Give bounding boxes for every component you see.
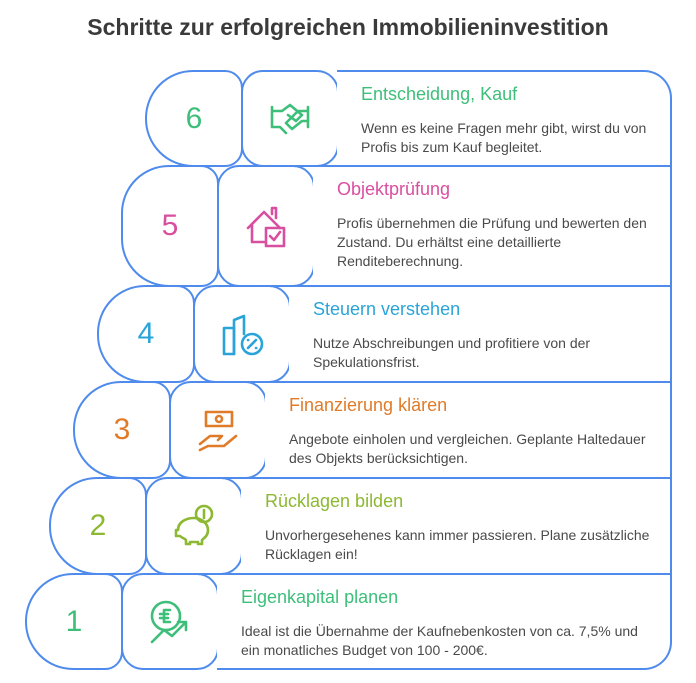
- step-number-label: 1: [65, 604, 83, 638]
- step-number-2: 2: [49, 477, 147, 575]
- step-title: Objektprüfung: [337, 179, 451, 199]
- step-icon-box: [145, 477, 243, 575]
- step-text-box: Steuern verstehen Nutze Abschreibungen u…: [289, 285, 672, 383]
- step-icon-box: [169, 381, 267, 479]
- step-number-6: 6: [145, 70, 243, 167]
- step-icon-box: [217, 165, 315, 287]
- step-title: Finanzierung klären: [289, 395, 448, 415]
- step-description: Nutze Abschreibungen und profitiere von …: [313, 335, 591, 370]
- step-icon-box: [193, 285, 291, 383]
- step-title: Entscheidung, Kauf: [361, 84, 518, 104]
- step-text-box: Finanzierung klären Angebote einholen un…: [265, 381, 672, 479]
- step-icon-box: [241, 70, 339, 167]
- step-description: Wenn es keine Fragen mehr gibt, wirst du…: [361, 120, 647, 155]
- money-hand-icon: [198, 410, 238, 452]
- step-text-box: Rücklagen bilden Unvorhergesehenes kann …: [241, 477, 672, 575]
- step-description: Profis übernehmen die Prüfung und bewert…: [337, 215, 647, 269]
- step-icon-box: [121, 573, 219, 670]
- step-number-1: 1: [25, 573, 123, 670]
- step-number-label: 4: [137, 317, 155, 350]
- step-number-label: 3: [113, 413, 131, 446]
- step-description: Unvorhergesehenes kann immer passieren. …: [265, 527, 650, 562]
- page-title: Schritte zur erfolgreichen Immobilieninv…: [87, 14, 609, 40]
- step-text-box: Eigenkapital planen Ideal ist die Überna…: [217, 573, 672, 670]
- step-description: Ideal ist die Übernahme der Kaufnebenkos…: [241, 623, 638, 658]
- step-number-label: 6: [185, 101, 203, 135]
- euro-growth-icon: [150, 600, 188, 643]
- step-text-box: Objektprüfung Profis übernehmen die Prüf…: [313, 165, 672, 287]
- step-number-5: 5: [121, 165, 219, 287]
- step-number-3: 3: [73, 381, 171, 479]
- step-title: Rücklagen bilden: [265, 491, 404, 511]
- step-text-box: Entscheidung, Kauf Wenn es keine Fragen …: [337, 70, 672, 167]
- buildings-percent-icon: [222, 314, 264, 356]
- step-title: Steuern verstehen: [313, 299, 461, 319]
- step-number-label: 5: [161, 209, 179, 242]
- step-number-4: 4: [97, 285, 195, 383]
- step-title: Eigenkapital planen: [241, 587, 399, 607]
- piggy-bank-icon: [174, 504, 214, 546]
- house-check-icon: [246, 206, 286, 248]
- handshake-icon: [270, 103, 310, 134]
- step-description: Angebote einholen und vergleichen. Gepla…: [289, 431, 646, 466]
- step-number-label: 2: [89, 509, 107, 542]
